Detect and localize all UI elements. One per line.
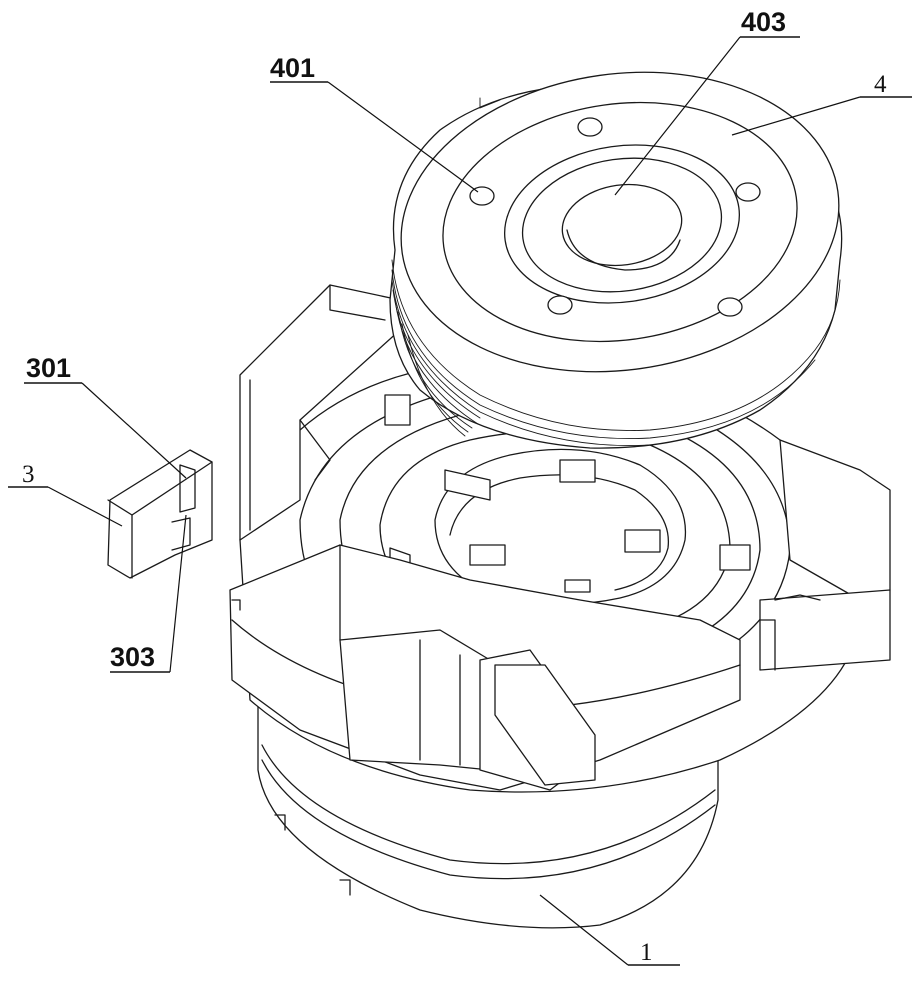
label-401: 401 xyxy=(270,53,315,83)
label-3: 3 xyxy=(22,461,35,488)
small-block-part xyxy=(107,449,213,579)
housing-left-block xyxy=(239,284,401,541)
label-303: 303 xyxy=(110,642,155,672)
housing-front-block xyxy=(339,629,596,791)
pulley-wheel xyxy=(389,71,843,449)
label-4: 4 xyxy=(874,71,887,98)
housing-right-block xyxy=(759,439,891,671)
label-403: 403 xyxy=(741,7,786,37)
annotations: 401 403 4 301 3 303 1 xyxy=(8,7,912,966)
label-301: 301 xyxy=(26,353,71,383)
label-1: 1 xyxy=(640,939,653,966)
